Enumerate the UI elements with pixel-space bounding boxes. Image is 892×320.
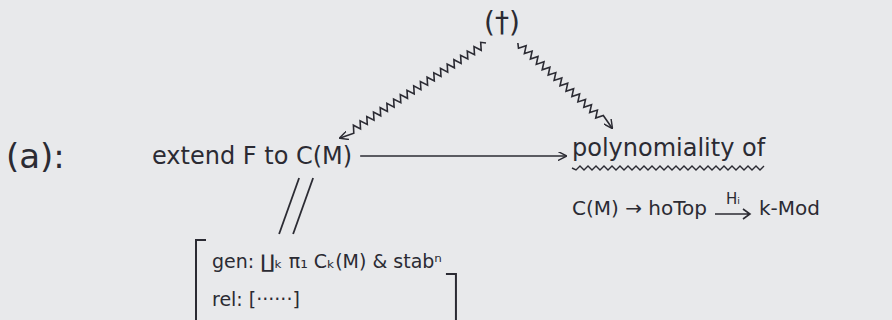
arrow-stroke <box>715 209 750 219</box>
labelled-arrow: Hᵢ <box>713 190 753 220</box>
goal-heading: polynomiality of <box>572 134 765 170</box>
implication-arrow <box>360 155 566 157</box>
functor-line: C(M) → hoTop Hᵢ k-Mod <box>572 190 820 220</box>
equality-stroke <box>293 178 313 234</box>
functor-source: C(M) → hoTop <box>572 196 707 220</box>
presentation-line: gen: ∐ₖ π₁ Cₖ(M) & stabⁿ <box>212 242 442 280</box>
arrow-symbol <box>713 208 753 220</box>
node-text: (†) <box>484 6 520 39</box>
functor-target: k-Mod <box>759 196 820 220</box>
square-bracket <box>196 240 456 320</box>
equality-connector <box>279 178 313 234</box>
wavy-underline <box>572 166 764 170</box>
goal-node: polynomiality of C(M) → hoTop Hᵢ k-Mod <box>572 134 820 220</box>
wavy-arrow <box>340 42 486 138</box>
section-label: (a): <box>6 136 65 176</box>
wavy-arrow <box>518 43 612 128</box>
node-text: extend F to C(M) <box>152 142 352 170</box>
dagger-node: (†) <box>484 6 520 39</box>
arrow-label: Hᵢ <box>726 190 740 208</box>
presentation-line: rel: [······] <box>212 280 442 318</box>
presentation-node: gen: ∐ₖ π₁ Cₖ(M) & stabⁿrel: [······] <box>196 240 456 320</box>
statement-node: extend F to C(M) <box>152 142 352 170</box>
